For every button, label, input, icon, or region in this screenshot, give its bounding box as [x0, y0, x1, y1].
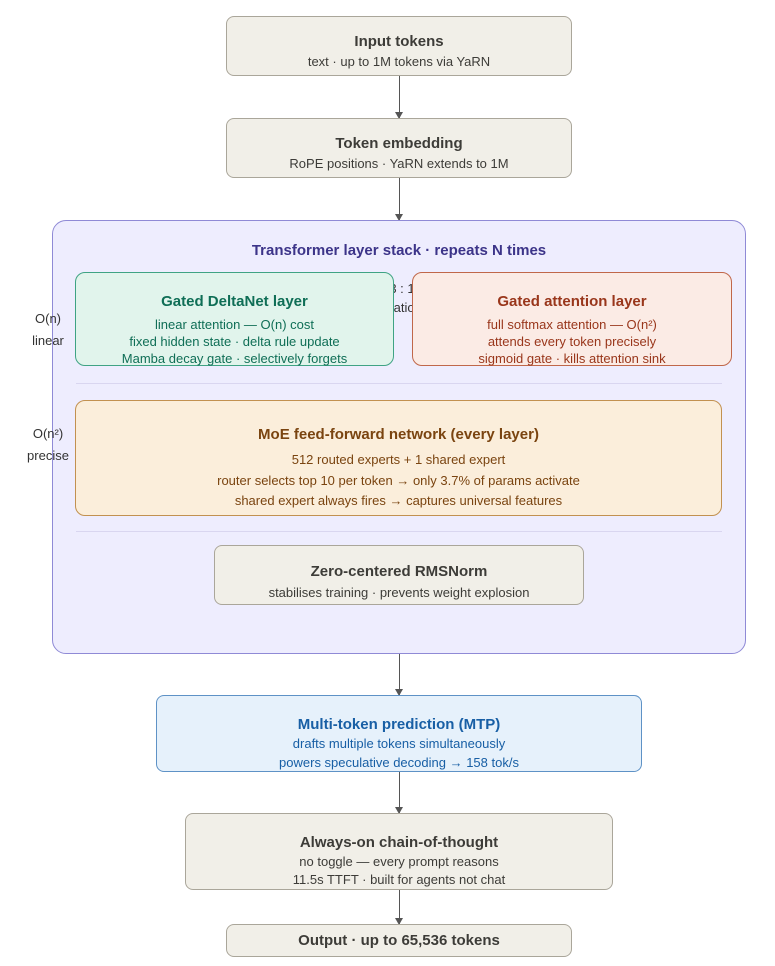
input-tokens-node: Input tokens text · up to 1M tokens via … — [226, 16, 572, 76]
stack-divider-2 — [76, 531, 722, 532]
chain-of-thought-line-1: no toggle — every prompt reasons — [299, 854, 499, 869]
gated-attention-line-1: full softmax attention — O(n²) — [487, 317, 657, 332]
transformer-stack-title: Transformer layer stack · repeats N time… — [251, 242, 547, 259]
arrow-embedding-to-stack — [395, 178, 403, 221]
ratio-value: 3 : 1 — [389, 281, 415, 296]
gated-attention-line-2: attends every token precisely — [487, 334, 657, 349]
side-label-linear-word: linear — [32, 333, 64, 348]
gated-attention-title: Gated attention layer — [497, 293, 647, 310]
rmsnorm-sub: stabilises training · prevents weight ex… — [268, 585, 530, 600]
mtp-line-1: drafts multiple tokens simultaneously — [292, 736, 506, 751]
side-label-precise-word: precise — [27, 448, 69, 463]
arrow-mtp-to-cot — [395, 772, 403, 814]
gated-deltanet-title: Gated DeltaNet layer — [161, 293, 308, 310]
gated-attention-node: Gated attention layer full softmax atten… — [412, 272, 732, 366]
gated-deltanet-node: Gated DeltaNet layer linear attention — … — [75, 272, 394, 366]
output-title: Output · up to 65,536 tokens — [298, 932, 500, 949]
rmsnorm-title: Zero-centered RMSNorm — [310, 563, 488, 580]
moe-ffn-line-1: 512 routed experts + 1 shared expert — [291, 452, 506, 467]
side-label-linear: O(n) linear — [18, 308, 78, 352]
chain-of-thought-line-2: 11.5s TTFT · built for agents not chat — [292, 872, 506, 887]
moe-ffn-title: MoE feed-forward network (every layer) — [258, 426, 539, 443]
chain-of-thought-node: Always-on chain-of-thought no toggle — e… — [185, 813, 613, 890]
input-tokens-title: Input tokens — [354, 33, 444, 50]
output-node: Output · up to 65,536 tokens — [226, 924, 572, 957]
ratio-label: 3 : 1 ratio — [382, 279, 422, 317]
rmsnorm-node: Zero-centered RMSNorm stabilises trainin… — [214, 545, 584, 605]
ratio-word: ratio — [389, 300, 415, 315]
gated-deltanet-line-2: fixed hidden state · delta rule update — [129, 334, 340, 349]
mtp-node: Multi-token prediction (MTP) drafts mult… — [156, 695, 642, 772]
arrow-cot-to-output — [395, 890, 403, 925]
mtp-title: Multi-token prediction (MTP) — [297, 716, 501, 733]
side-label-precise: O(n²) precise — [18, 423, 78, 467]
input-tokens-sub: text · up to 1M tokens via YaRN — [307, 54, 491, 69]
token-embedding-sub: RoPE positions · YaRN extends to 1M — [289, 156, 509, 171]
stack-divider-1 — [76, 383, 722, 384]
mtp-line-2: powers speculative decoding → 158 tok/s — [279, 755, 519, 770]
side-label-precise-complexity: O(n²) — [32, 426, 64, 441]
gated-deltanet-line-1: linear attention — O(n) cost — [155, 317, 314, 332]
token-embedding-node: Token embedding RoPE positions · YaRN ex… — [226, 118, 572, 178]
arrow-input-to-embedding — [395, 76, 403, 119]
chain-of-thought-title: Always-on chain-of-thought — [299, 834, 499, 851]
moe-ffn-line-3: shared expert always fires → captures un… — [234, 493, 563, 508]
gated-attention-line-3: sigmoid gate · kills attention sink — [478, 351, 666, 366]
moe-ffn-node: MoE feed-forward network (every layer) 5… — [75, 400, 722, 516]
arrow-stack-to-mtp — [395, 654, 403, 696]
moe-ffn-line-2: router selects top 10 per token → only 3… — [217, 473, 580, 488]
side-label-linear-complexity: O(n) — [35, 311, 61, 326]
gated-deltanet-line-3: Mamba decay gate · selectively forgets — [121, 351, 348, 366]
token-embedding-title: Token embedding — [335, 135, 463, 152]
